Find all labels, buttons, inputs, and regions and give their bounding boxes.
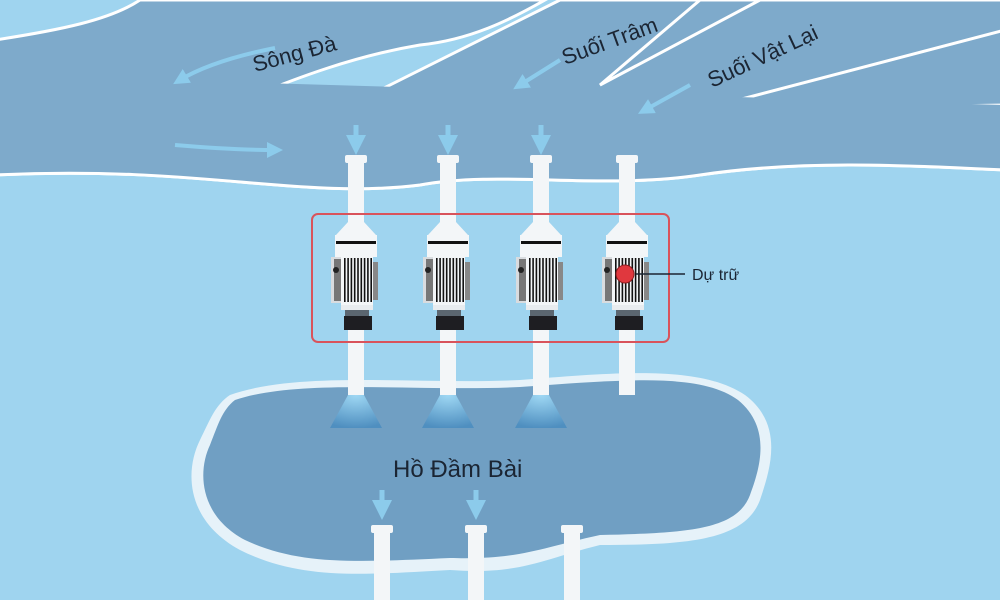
water-spray — [330, 395, 382, 428]
flow-arrow-icon — [174, 141, 283, 158]
label-reserve: Dự trữ — [692, 267, 739, 284]
main-channel — [0, 75, 1000, 189]
flow-arrow-icon — [173, 46, 276, 85]
pipes — [345, 155, 638, 600]
pump — [516, 222, 563, 330]
flow-arrow-icon — [513, 58, 562, 90]
pump — [423, 222, 470, 330]
label-lake: Hồ Đầm Bài — [393, 456, 522, 483]
flow-arrow-icon — [638, 83, 691, 114]
water-spray — [422, 395, 474, 428]
water-spray — [515, 395, 567, 428]
pump-station-box — [311, 213, 670, 343]
reserve-indicator-icon — [615, 264, 635, 284]
river-system — [0, 0, 1000, 191]
pump — [331, 222, 378, 330]
pump-group — [331, 222, 649, 330]
pump — [602, 222, 649, 330]
